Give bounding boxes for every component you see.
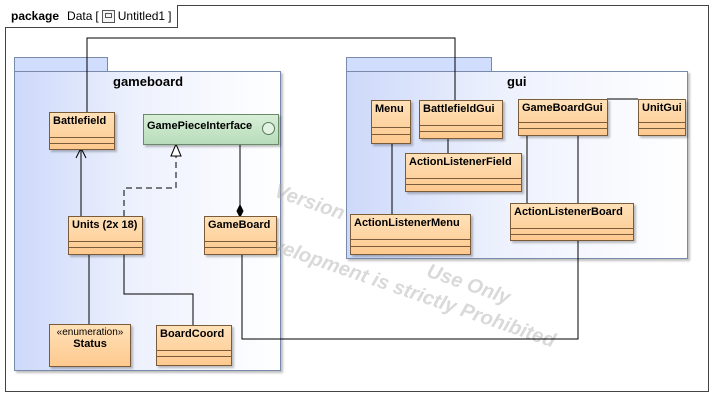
frame-keyword: package: [11, 9, 60, 23]
op-separator: [420, 131, 502, 132]
package-name-gameboard: gameboard: [113, 74, 184, 89]
attr-separator: [420, 125, 502, 126]
attr-separator: [519, 122, 607, 123]
attr-separator: [406, 178, 521, 179]
class-actionlistenerboard[interactable]: ActionListenerBoard: [510, 203, 634, 241]
class-name-actionlistenerboard: ActionListenerBoard: [514, 206, 623, 218]
class-name-boardcoord: BoardCoord: [160, 328, 225, 340]
class-actionlistenermenu[interactable]: ActionListenerMenu: [350, 214, 471, 255]
frame-diagram-name[interactable]: Untitled1: [117, 9, 166, 23]
class-name-status: Status: [73, 338, 107, 350]
interface-lollipop-icon: [262, 122, 275, 135]
class-name-units: Units (2x 18): [72, 219, 138, 231]
class-unitgui[interactable]: UnitGui: [638, 99, 686, 136]
package-name-gui: gui: [507, 74, 527, 89]
class-menu[interactable]: Menu: [371, 100, 411, 144]
op-separator: [351, 246, 470, 247]
class-gameboardgui[interactable]: GameBoardGui: [518, 99, 608, 136]
op-separator: [50, 143, 114, 144]
class-battlefieldgui[interactable]: BattlefieldGui: [419, 100, 503, 139]
frame-close-bracket: ]: [168, 9, 172, 23]
op-separator: [69, 247, 142, 248]
class-name-unitgui: UnitGui: [642, 102, 682, 114]
class-name-battlefieldgui: BattlefieldGui: [423, 103, 495, 115]
op-separator: [519, 128, 607, 129]
attr-separator: [511, 228, 633, 229]
class-name-battlefield: Battlefield: [53, 115, 107, 127]
connector-units-gamepieceinterface: [123, 146, 177, 216]
frame-open-bracket: [: [95, 9, 99, 23]
frame-name: Data: [67, 9, 93, 23]
class-diagram-icon: [101, 9, 115, 23]
attr-separator: [50, 137, 114, 138]
frame-header: package Data [ Untitled1 ]: [5, 5, 179, 28]
class-actionlistenerfield[interactable]: ActionListenerField: [405, 153, 522, 192]
attr-separator: [69, 241, 142, 242]
class-boardcoord[interactable]: BoardCoord: [156, 325, 232, 366]
class-gameboard[interactable]: GameBoard: [204, 216, 277, 255]
op-separator: [511, 234, 633, 235]
class-name-menu: Menu: [375, 103, 404, 115]
attr-separator: [351, 239, 470, 240]
class-name-actionlistenerfield: ActionListenerField: [409, 156, 512, 168]
op-separator: [639, 128, 685, 129]
class-name-actionlistenermenu: ActionListenerMenu: [354, 217, 460, 229]
class-name-gameboard: GameBoard: [208, 219, 271, 231]
stereotype-enumeration: «enumeration»: [56, 327, 124, 338]
attr-separator: [205, 241, 276, 242]
class-name-gameboardgui: GameBoardGui: [522, 102, 603, 114]
attr-separator: [157, 350, 231, 351]
class-units[interactable]: Units (2x 18): [68, 216, 143, 255]
attr-separator: [639, 122, 685, 123]
enum-status[interactable]: «enumeration» Status: [49, 324, 131, 367]
realization-arrowhead: [170, 142, 182, 157]
op-separator: [157, 356, 231, 357]
op-separator: [205, 247, 276, 248]
op-separator: [372, 134, 410, 135]
connector-battlefield-battlefieldgui: [86, 37, 456, 112]
package-tab-gameboard: [14, 57, 108, 72]
interface-name-gamepieceinterface: GamePieceInterface: [147, 120, 253, 132]
attr-separator: [372, 127, 410, 128]
class-battlefield[interactable]: Battlefield: [49, 112, 115, 150]
op-separator: [406, 184, 521, 185]
connector-units-boardcoord: [123, 254, 194, 325]
interface-gamepieceinterface[interactable]: GamePieceInterface: [143, 114, 279, 145]
